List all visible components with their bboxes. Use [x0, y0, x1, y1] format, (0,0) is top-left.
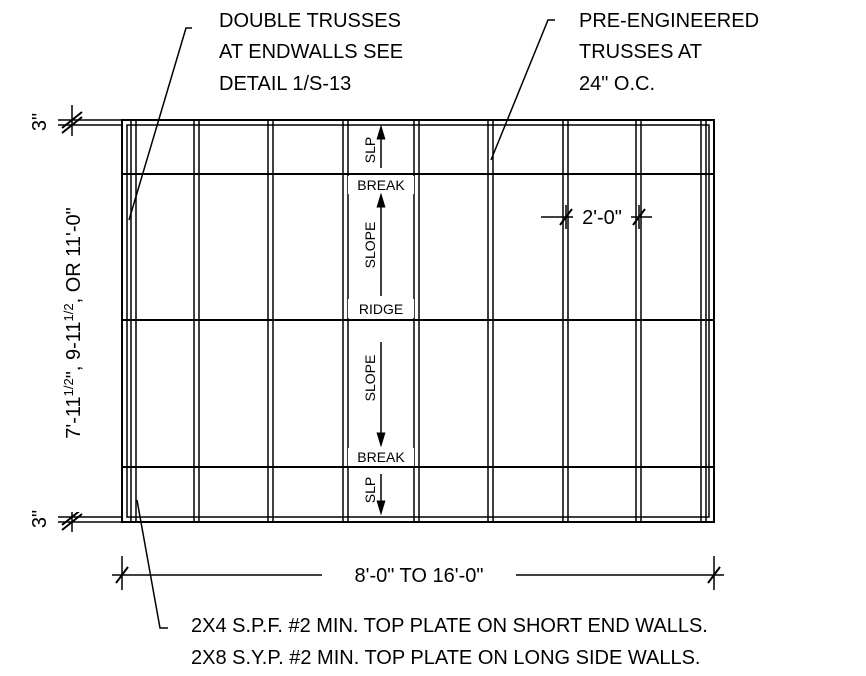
double-truss-right [700, 119, 707, 523]
width-mask [322, 562, 516, 588]
truss [635, 119, 642, 523]
width-tick [707, 566, 721, 584]
break-top-label: BREAK [357, 177, 405, 193]
slp-bottom-label: SLP [362, 477, 378, 503]
note-line: 2X8 S.Y.P. #2 MIN. TOP PLATE ON LONG SID… [191, 647, 700, 669]
spacing-label: 2'-0" [582, 207, 622, 229]
slope-bottom-label: SLOPE [362, 355, 378, 402]
depth-dimension: 3" 3" 7'-111/2", 9-111/2, OR 11'-0" [29, 105, 122, 532]
break-bottom-label: BREAK [357, 449, 405, 465]
spacing-mask [573, 207, 631, 227]
spacing-tick [559, 208, 573, 226]
truss-spacing-leader [490, 19, 555, 161]
trusses [130, 119, 707, 523]
leaders [128, 19, 555, 629]
truss [342, 119, 349, 523]
double-truss-left [130, 119, 137, 523]
double-truss-leader [128, 27, 192, 221]
note-pre-engineered: PRE-ENGINEERED TRUSSES AT 24" O.C. [579, 10, 759, 95]
note-double-trusses: DOUBLE TRUSSES AT ENDWALLS SEE DETAIL 1/… [219, 10, 403, 95]
top-edge-dim-label: 3" [29, 113, 51, 131]
ridge-mask [348, 299, 414, 318]
truss [562, 119, 569, 523]
note-line: PRE-ENGINEERED [579, 10, 759, 32]
truss [413, 119, 420, 523]
break-top-mask [348, 176, 414, 194]
slope-markers: BREAK RIDGE BREAK SLP SLOPE SLOPE SLP [348, 124, 414, 516]
depth-tick [61, 116, 83, 134]
note-line: AT ENDWALLS SEE [219, 41, 403, 63]
slope-top-label: SLOPE [362, 222, 378, 269]
note-line: TRUSSES AT [579, 41, 702, 63]
slp-top-label: SLP [362, 137, 378, 163]
bottom-edge-dim-label: 3" [29, 510, 51, 528]
note-top-plates: 2X4 S.P.F. #2 MIN. TOP PLATE ON SHORT EN… [191, 615, 708, 669]
depth-tick [61, 111, 83, 129]
depth-tick [61, 513, 83, 531]
width-label: 8'-0" TO 16'-0" [355, 565, 484, 587]
plan-outline [121, 119, 715, 523]
depth-label: 7'-111/2", 9-111/2, OR 11'-0" [61, 207, 85, 438]
truss [193, 119, 200, 523]
spacing-dimension: 2'-0" [541, 205, 652, 229]
ridge-label: RIDGE [359, 301, 403, 317]
note-line: DOUBLE TRUSSES [219, 10, 401, 32]
truss [487, 119, 494, 523]
width-dimension: 8'-0" TO 16'-0" [112, 556, 724, 590]
depth-mask [60, 136, 86, 512]
top-plate-leader [136, 499, 168, 629]
spacing-tick [632, 208, 646, 226]
note-line: 24" O.C. [579, 73, 655, 95]
note-line: 2X4 S.P.F. #2 MIN. TOP PLATE ON SHORT EN… [191, 615, 708, 637]
break-bottom-mask [348, 448, 414, 466]
truss [267, 119, 274, 523]
width-tick [115, 566, 129, 584]
note-line: DETAIL 1/S-13 [219, 73, 351, 95]
